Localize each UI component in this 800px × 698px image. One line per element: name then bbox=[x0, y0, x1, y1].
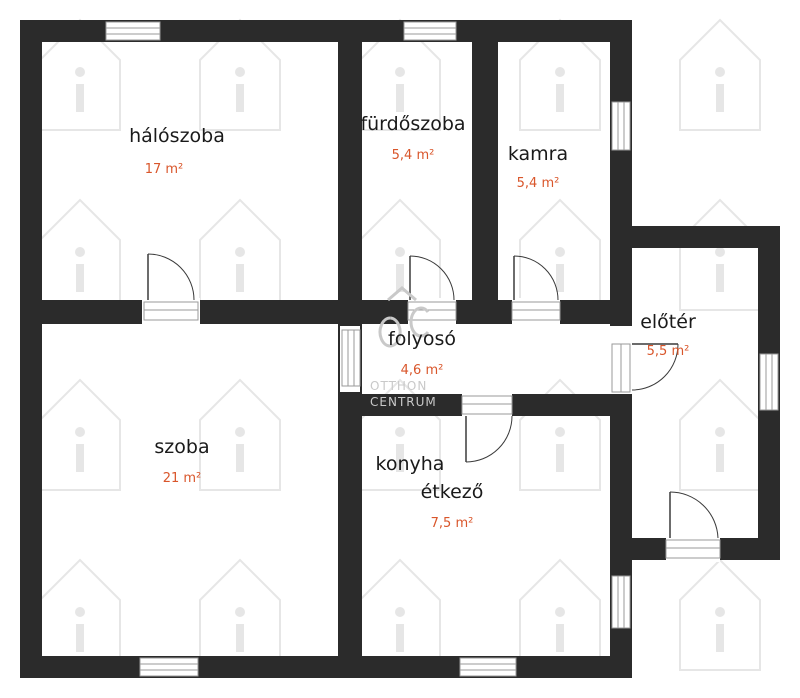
wall-bottom bbox=[20, 656, 632, 678]
threshold-kitchen bbox=[461, 395, 513, 415]
window-right-kitchen bbox=[611, 575, 631, 629]
watermark-house-icon bbox=[199, 198, 281, 311]
wall-right-upper bbox=[610, 20, 632, 326]
room-szoba: szoba 21 m² bbox=[154, 436, 209, 486]
otthon-centrum-logo: OTTHON CENTRUM bbox=[370, 286, 437, 409]
watermark-house-icon bbox=[359, 198, 441, 311]
door-bedroom bbox=[147, 253, 195, 301]
window-top-bedroom bbox=[105, 21, 161, 41]
room-area-konyha: 7,5 m² bbox=[431, 516, 474, 531]
watermark-house-icon bbox=[679, 558, 761, 671]
room-kamra: kamra 5,4 m² bbox=[508, 143, 568, 191]
watermark-house-icon bbox=[519, 558, 601, 671]
room-labels: hálószoba 17 m² fürdőszoba 5,4 m² kamra … bbox=[129, 113, 696, 531]
room-furdo: fürdőszoba 5,4 m² bbox=[360, 113, 465, 163]
room-eloter: előtér 5,5 m² bbox=[640, 311, 696, 359]
window-right-pantry bbox=[611, 101, 631, 151]
room-name-etkezo: étkező bbox=[421, 481, 484, 503]
watermark-house-icon bbox=[679, 378, 761, 491]
wall-annex-top bbox=[610, 226, 780, 248]
logo-text-line1: OTTHON bbox=[370, 379, 427, 393]
threshold-pantry bbox=[511, 301, 561, 321]
watermark-house-icon bbox=[199, 558, 281, 671]
windows bbox=[105, 21, 779, 677]
wall-vertical-bath bbox=[472, 20, 498, 324]
window-bottom-room bbox=[139, 657, 199, 677]
window-bottom-kitchen bbox=[459, 657, 517, 677]
window-top-bath bbox=[403, 21, 457, 41]
door-foyer bbox=[631, 343, 679, 391]
room-name-konyha: konyha bbox=[376, 453, 445, 475]
threshold-bedroom bbox=[143, 301, 199, 321]
logo-o-icon bbox=[378, 316, 402, 348]
door-pantry bbox=[513, 255, 559, 301]
wall-left bbox=[20, 20, 42, 678]
room-name-eloter: előtér bbox=[640, 311, 696, 333]
room-name-folyoso: folyosó bbox=[388, 328, 456, 350]
watermark-house-icon bbox=[679, 198, 761, 311]
doors bbox=[147, 253, 719, 539]
wall-foyer-left bbox=[610, 394, 632, 560]
logo-c-icon bbox=[409, 306, 430, 338]
watermark-house-icon bbox=[199, 378, 281, 491]
logo-text-line2: CENTRUM bbox=[370, 395, 437, 409]
threshold-bath bbox=[407, 301, 457, 321]
room-name-kamra: kamra bbox=[508, 143, 568, 165]
threshold-entrance bbox=[665, 539, 721, 559]
room-name-szoba: szoba bbox=[154, 436, 209, 458]
room-folyoso: folyosó 4,6 m² bbox=[388, 328, 456, 378]
room-area-eloter: 5,5 m² bbox=[647, 344, 690, 359]
room-area-furdoszoba: 5,4 m² bbox=[392, 148, 435, 163]
door-kitchen bbox=[465, 415, 513, 463]
watermark-house-icon bbox=[39, 378, 121, 491]
door-bath bbox=[409, 255, 455, 301]
window-left-corridor bbox=[341, 329, 361, 387]
watermark-house-icon bbox=[519, 378, 601, 491]
watermark-house-icon bbox=[39, 198, 121, 311]
room-halo: hálószoba 17 m² bbox=[129, 125, 225, 177]
door-entrance bbox=[669, 491, 719, 539]
room-name-furdoszoba: fürdőszoba bbox=[360, 113, 465, 135]
window-annex-right bbox=[759, 353, 779, 411]
watermark-house-icon bbox=[519, 198, 601, 311]
logo-roof-icon bbox=[387, 286, 417, 302]
room-area-szoba: 21 m² bbox=[163, 471, 202, 486]
room-area-kamra: 5,4 m² bbox=[517, 176, 560, 191]
room-name-haloszoba: hálószoba bbox=[129, 125, 225, 147]
room-area-folyoso: 4,6 m² bbox=[401, 363, 444, 378]
room-area-haloszoba: 17 m² bbox=[145, 162, 184, 177]
room-konyha: konyha étkező 7,5 m² bbox=[376, 453, 484, 531]
watermark-house-icon bbox=[39, 558, 121, 671]
watermark-house-icon bbox=[359, 558, 441, 671]
watermark-house-icon bbox=[679, 18, 761, 131]
